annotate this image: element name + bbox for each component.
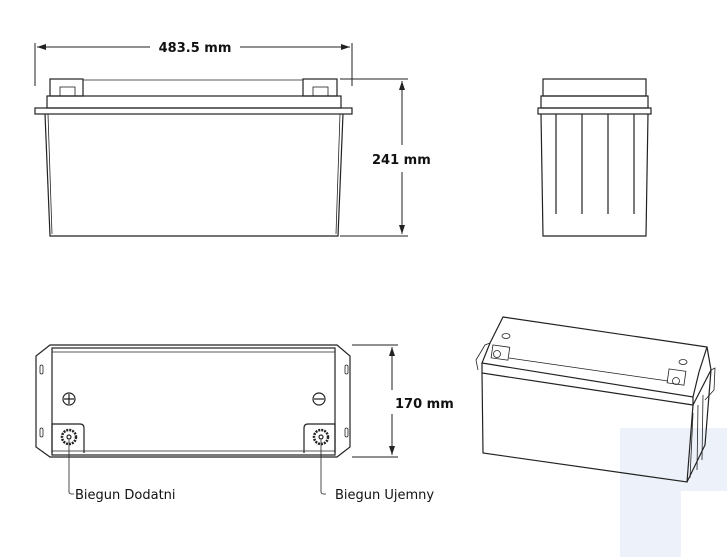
positive-terminal-label: Biegun Dodatni — [75, 488, 176, 503]
top-view: Biegun Dodatni Biegun Ujemny 170 mm — [35, 344, 454, 503]
isometric-view — [475, 316, 716, 483]
minus-symbol-icon — [312, 392, 326, 406]
side-view — [537, 78, 652, 237]
width-dimension-label: 483.5 mm — [159, 41, 232, 56]
background-accent-block — [620, 428, 727, 557]
depth-dimension-label: 170 mm — [395, 397, 454, 412]
plus-symbol-icon — [62, 392, 76, 406]
height-dimension-label: 241 mm — [372, 153, 431, 168]
front-view: 483.5 mm 241 mm — [34, 41, 431, 237]
negative-terminal-label: Biegun Ujemny — [335, 488, 434, 503]
